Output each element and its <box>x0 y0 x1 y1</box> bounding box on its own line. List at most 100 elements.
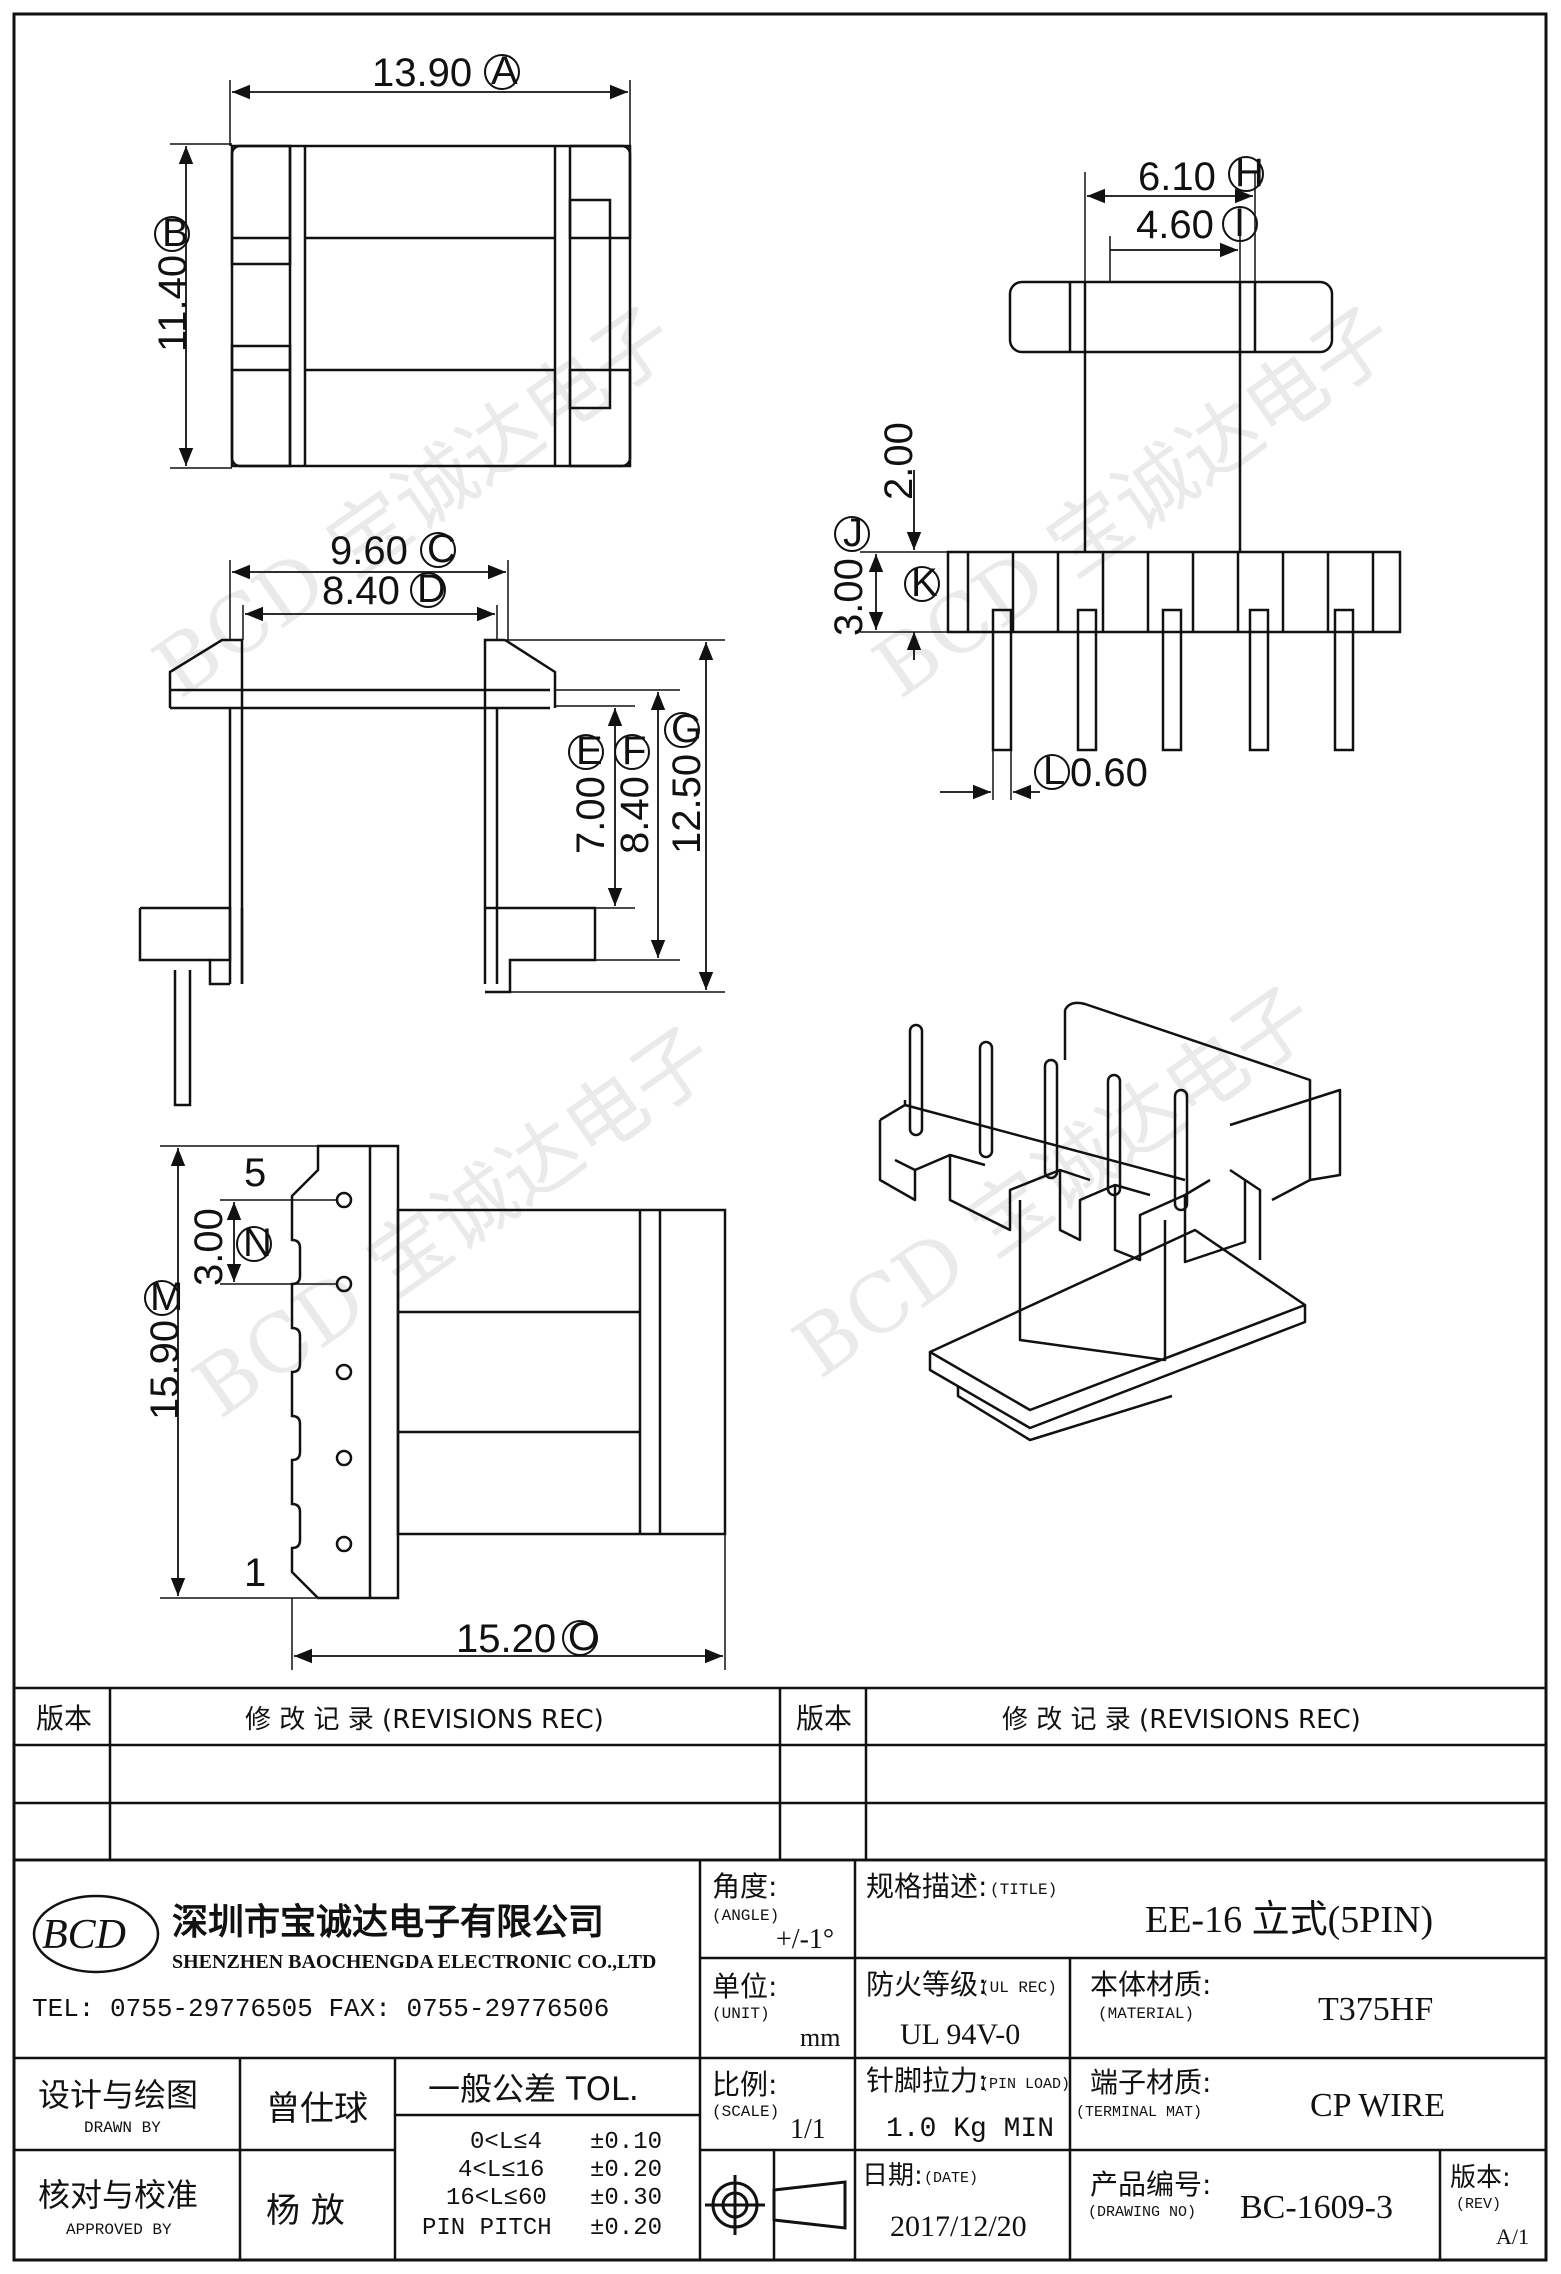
pin-view <box>160 1144 727 1670</box>
dim-F-letter: F <box>622 729 646 773</box>
isometric-view <box>878 1001 1342 1442</box>
unit-label: 单位: <box>712 1970 777 2003</box>
dim-M-letter: M <box>150 1275 183 1319</box>
rev-col-record-right: 修 改 记 录 (REVISIONS REC) <box>1002 1705 1361 1735</box>
watermark: BCD 宝诚达电子 BCD 宝诚达电子 BCD 宝诚达电子 BCD 宝诚达电子 <box>138 289 1412 1436</box>
ul-label-en: (UL REC) <box>980 1979 1057 1997</box>
dim-C-value: 9.60 <box>330 529 408 573</box>
dim-E-letter: E <box>576 729 603 773</box>
rev-label: 版本: <box>1450 2163 1511 2193</box>
dim-A-letter: A <box>491 49 518 93</box>
company-logo-text: BCD <box>42 1912 126 1958</box>
tol-row-3-range: PIN PITCH <box>422 2215 552 2242</box>
pin-label-1: 1 <box>244 1551 266 1595</box>
dim-B: B 11.40 <box>151 211 195 352</box>
dim-A-value: 13.90 <box>372 51 472 95</box>
pinload-value: 1.0 Kg MIN <box>886 2114 1054 2145</box>
tol-row-3-value: ±0.20 <box>590 2215 662 2242</box>
dim-K-value: 3.00 <box>827 558 871 636</box>
scale-label-en: (SCALE) <box>712 2103 779 2121</box>
pinload-label: 针脚拉力: <box>866 2064 987 2097</box>
dim-O-letter: O <box>568 1615 599 1659</box>
date-label-en: (DATE) <box>924 2170 978 2187</box>
watermark-text-1: BCD 宝诚达电子 <box>138 289 692 716</box>
dim-H: 6.10 H <box>1138 151 1264 199</box>
company-name-en: SHENZHEN BAOCHENGDA ELECTRONIC CO.,LTD <box>172 1951 656 1973</box>
title-label-en: (TITLE) <box>990 1881 1057 1899</box>
dim-J-letter: J <box>843 511 863 555</box>
dim-J: 2.00 J <box>834 422 921 555</box>
dim-A: 13.90 A <box>372 49 520 95</box>
dim-G-value: 12.50 <box>665 754 709 854</box>
scale-label: 比例: <box>712 2068 777 2101</box>
unit-value: mm <box>800 2023 840 2052</box>
angle-value: +/-1° <box>776 1924 834 1955</box>
dim-I: 4.60 I <box>1136 201 1258 247</box>
dim-N-letter: N <box>243 1221 272 1265</box>
dim-L-letter: L <box>1043 749 1065 793</box>
rev-col-version-right: 版本 <box>796 1702 852 1735</box>
ul-label: 防火等级: <box>866 1968 987 2001</box>
title-label: 规格描述: <box>866 1870 987 1903</box>
dim-M-value: 15.90 <box>143 1320 187 1420</box>
terminal-value: CP WIRE <box>1310 2087 1445 2124</box>
tolerance-table: 0<L≤4 ±0.10 4<L≤16 ±0.20 16<L≤60 ±0.30 P… <box>422 2129 662 2242</box>
dim-O-value: 15.20 <box>456 1617 556 1661</box>
dim-M: M 15.90 <box>143 1275 187 1420</box>
dim-K-letter: K <box>911 561 938 605</box>
dim-F: F 8.40 <box>613 729 657 854</box>
dim-B-value: 11.40 <box>151 255 195 352</box>
dim-D-letter: D <box>417 567 446 611</box>
dim-N: N 3.00 <box>187 1208 272 1286</box>
scale-value: 1/1 <box>790 2114 826 2145</box>
ul-value: UL 94V-0 <box>900 2018 1020 2051</box>
dim-E-value: 7.00 <box>569 776 613 854</box>
date-value: 2017/12/20 <box>890 2210 1027 2243</box>
dim-H-value: 6.10 <box>1138 155 1216 199</box>
tol-row-0-value: ±0.10 <box>590 2129 662 2156</box>
material-label: 本体材质: <box>1090 1968 1211 2001</box>
top-view <box>170 80 632 469</box>
dim-C-letter: C <box>427 527 456 571</box>
rev-value: A/1 <box>1496 2224 1529 2249</box>
drawing-no-value: BC-1609-3 <box>1240 2189 1393 2226</box>
pin-label-5: 5 <box>244 1151 266 1195</box>
pinload-label-en: (PIN LOAD) <box>980 2076 1070 2093</box>
dim-H-letter: H <box>1235 151 1264 195</box>
approved-value: 杨 放 <box>266 2191 345 2231</box>
angle-label: 角度: <box>712 1870 777 1903</box>
pin-labels: 5 1 <box>244 1151 266 1595</box>
dim-G-letter: G <box>671 707 702 751</box>
dim-J-value: 2.00 <box>877 422 921 500</box>
title-value: EE-16 立式(5PIN) <box>1145 1899 1433 1941</box>
drawing-no-label: 产品编号: <box>1090 2168 1211 2201</box>
approved-label-en: APPROVED BY <box>66 2221 172 2239</box>
dim-E: E 7.00 <box>568 729 613 854</box>
dim-N-value: 3.00 <box>187 1208 231 1286</box>
rev-label-en: (REV) <box>1456 2196 1501 2213</box>
tol-row-1-range: 4<L≤16 <box>458 2157 544 2184</box>
company-tel-fax: TEL: 0755-29776505 FAX: 0755-29776506 <box>32 1994 609 2024</box>
angle-label-en: (ANGLE) <box>712 1907 779 1925</box>
dim-L: L 0.60 <box>1034 749 1148 795</box>
dim-K: 3.00 K <box>827 558 940 636</box>
terminal-label: 端子材质: <box>1090 2066 1211 2099</box>
dim-O: 15.20 O <box>456 1615 599 1661</box>
drawn-value: 曾仕球 <box>266 2089 368 2129</box>
rev-col-version-left: 版本 <box>36 1702 92 1735</box>
dim-C: 9.60 C <box>330 527 456 573</box>
dim-F-value: 8.40 <box>613 776 657 854</box>
dim-I-value: 4.60 <box>1136 203 1214 247</box>
tol-row-0-range: 0<L≤4 <box>470 2129 542 2156</box>
approved-label: 核对与校准 <box>38 2176 198 2214</box>
date-label: 日期: <box>862 2161 923 2191</box>
tolerance-title: 一般公差 TOL. <box>428 2070 639 2108</box>
drawn-label: 设计与绘图 <box>38 2076 198 2114</box>
drawn-label-en: DRAWN BY <box>84 2119 161 2137</box>
material-value: T375HF <box>1318 1991 1433 2028</box>
material-label-en: (MATERIAL) <box>1098 2005 1194 2023</box>
dim-G: G 12.50 <box>664 707 709 854</box>
company-logo-icon <box>32 1894 160 1974</box>
drawing-no-label-en: (DRAWING NO) <box>1088 2204 1196 2221</box>
